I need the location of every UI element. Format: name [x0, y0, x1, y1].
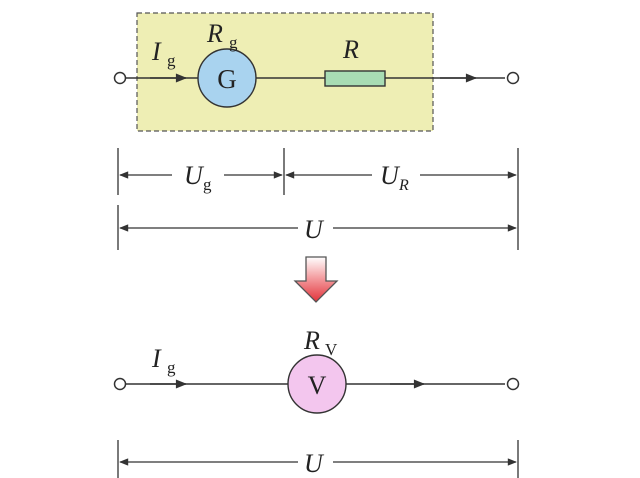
terminal-left: [113, 377, 127, 391]
voltmeter-resistance-sub: V: [325, 340, 338, 359]
voltmeter: [287, 354, 347, 414]
bottom-circuit: V I g R V U: [113, 326, 520, 478]
voltmeter-symbol: V: [308, 371, 327, 400]
current-label-sub: g: [167, 358, 176, 377]
voltmeter-resistance-label: R: [303, 326, 320, 355]
ug-label: U: [184, 161, 205, 190]
resistor: [324, 70, 386, 87]
ur-label: U: [380, 161, 401, 190]
resistor-label: R: [342, 35, 359, 64]
terminal-left: [113, 71, 127, 85]
ug-label-sub: g: [203, 175, 212, 194]
top-circuit: G I g R g R: [113, 12, 520, 132]
u-label: U: [304, 449, 325, 478]
ammeter-box: [136, 12, 434, 132]
galvanometer: [197, 48, 257, 108]
voltage-dimensions: U g U R U: [117, 148, 519, 250]
galvanometer-resistance-sub: g: [229, 33, 238, 52]
galvanometer-resistance-label: R: [206, 19, 223, 48]
terminal-right: [506, 377, 520, 391]
current-label: I: [151, 344, 162, 373]
u-label: U: [304, 215, 325, 244]
ur-label-sub: R: [398, 177, 409, 194]
galvanometer-symbol: G: [217, 64, 237, 94]
current-label: I: [151, 37, 162, 66]
current-label-sub: g: [167, 51, 176, 70]
terminal-right: [506, 71, 520, 85]
down-arrow-icon: [293, 256, 339, 303]
